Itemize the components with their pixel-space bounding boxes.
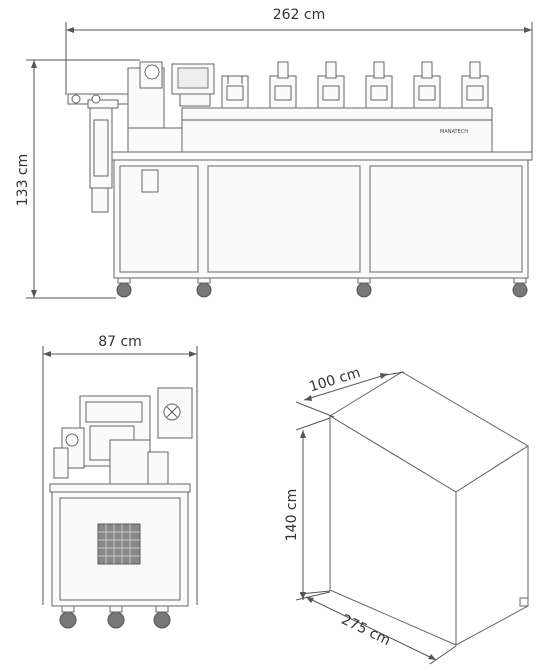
front-view: 262 cm 133 cm <box>15 7 533 299</box>
front-machine-body: MANATECH <box>67 61 533 298</box>
side-view: 87 cm <box>42 334 198 629</box>
front-height-label: 133 cm <box>15 154 31 207</box>
front-width-label: 262 cm <box>273 7 326 23</box>
vent-grille <box>97 523 141 565</box>
front-width-dimension: 262 cm <box>65 7 533 152</box>
press-stations <box>221 61 489 109</box>
brand-label: MANATECH <box>440 129 468 135</box>
package-width-label: 275 cm <box>339 612 393 649</box>
front-wheels <box>116 277 528 298</box>
side-machine-body <box>49 387 193 629</box>
package-height-label: 140 cm <box>284 489 300 542</box>
package-box: 100 cm 140 cm 275 cm <box>284 365 529 665</box>
front-height-dimension: 133 cm <box>15 59 140 299</box>
side-width-dimension: 87 cm <box>42 334 198 605</box>
package-height-dimension: 140 cm <box>284 417 331 601</box>
side-wheels <box>59 605 171 629</box>
side-width-label: 87 cm <box>98 334 142 350</box>
